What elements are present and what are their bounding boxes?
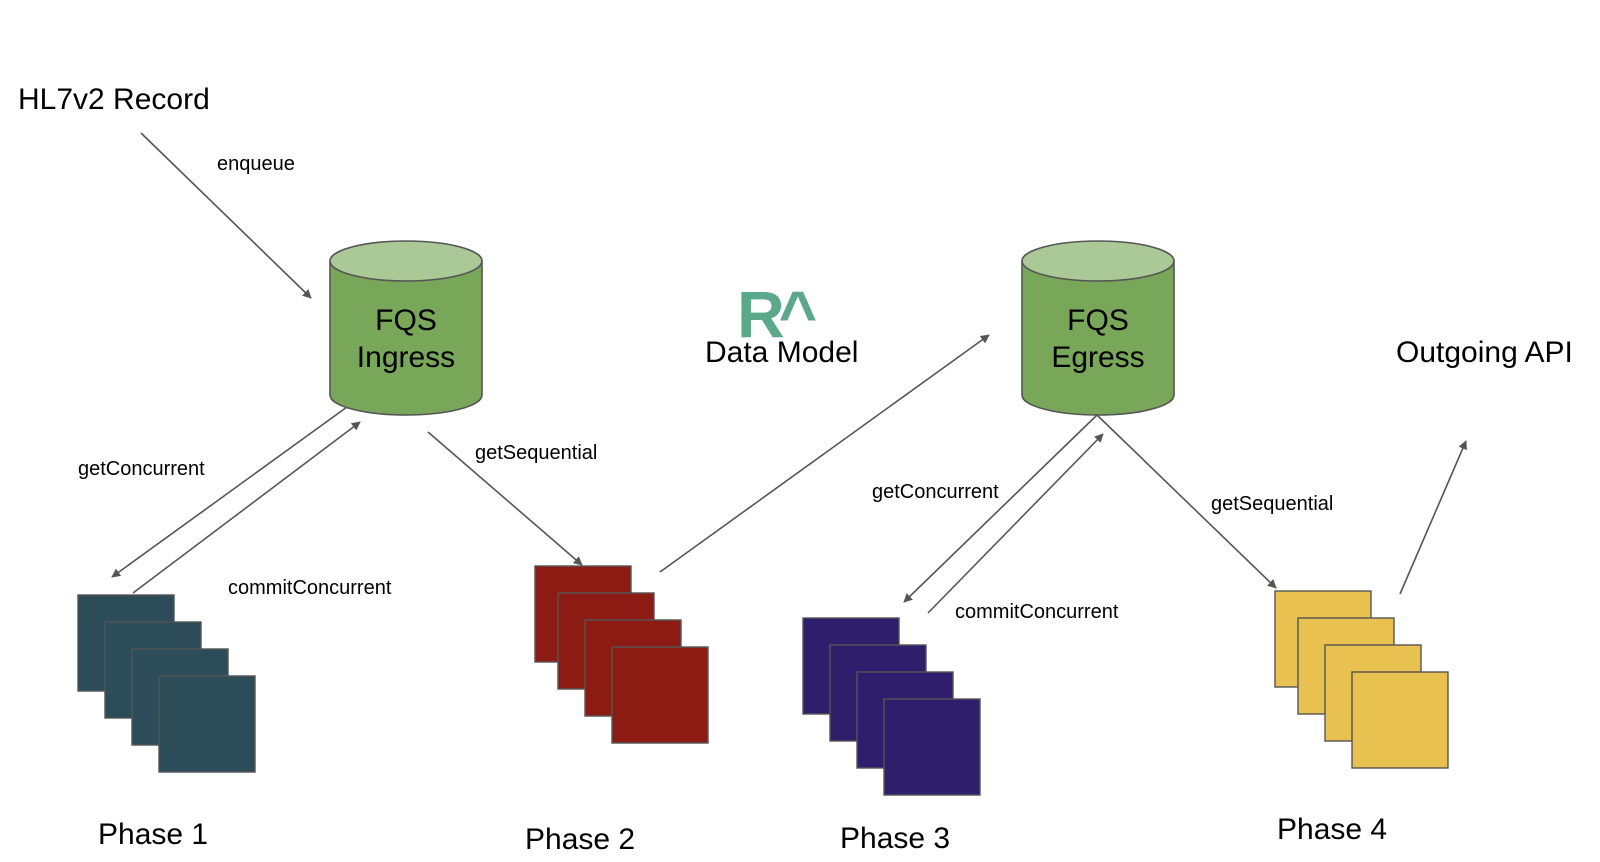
db-ingress-name-line1: FQS bbox=[375, 304, 437, 337]
ingress-get-concurrent-arrow bbox=[111, 406, 348, 578]
phase1-card bbox=[158, 675, 256, 773]
db-egress-body bbox=[1021, 260, 1175, 416]
phase1-label: Phase 1 bbox=[98, 818, 208, 851]
enqueue-arrow bbox=[140, 132, 312, 299]
ingress-commit-concurrent-label: commitConcurrent bbox=[228, 577, 392, 599]
egress-get-sequential-arrow bbox=[1096, 414, 1277, 589]
ingress-get-concurrent-label: getConcurrent bbox=[78, 458, 205, 480]
phase1-stack bbox=[77, 594, 256, 773]
egress-commit-concurrent-label: commitConcurrent bbox=[955, 601, 1119, 623]
phase3-stack bbox=[802, 617, 981, 796]
db-ingress-top bbox=[329, 240, 483, 282]
phase3-label: Phase 3 bbox=[840, 822, 950, 855]
egress-commit-concurrent-arrow bbox=[927, 433, 1104, 614]
phase4-label: Phase 4 bbox=[1277, 813, 1387, 846]
outgoing-api-arrow bbox=[1399, 440, 1467, 595]
edge-labels: enqueue getConcurrent commitConcurrent g… bbox=[78, 153, 1333, 623]
phase2-label: Phase 2 bbox=[525, 823, 635, 856]
data-model-label: Data Model bbox=[705, 336, 858, 369]
source-label: HL7v2 Record bbox=[18, 83, 210, 116]
enqueue-label: enqueue bbox=[217, 153, 295, 175]
phase4-stack bbox=[1274, 590, 1449, 769]
ingress-get-sequential-label: getSequential bbox=[475, 442, 597, 464]
egress-get-concurrent-arrow bbox=[903, 414, 1098, 603]
phase2-card bbox=[611, 646, 709, 744]
phase2-to-egress-arrow bbox=[659, 334, 990, 573]
db-ingress: FQS Ingress bbox=[329, 240, 483, 416]
phase2-stack bbox=[534, 565, 709, 744]
phase-labels: Phase 1 Phase 2 Phase 3 Phase 4 bbox=[98, 813, 1387, 856]
db-egress-top bbox=[1021, 240, 1175, 282]
phase3-card bbox=[883, 698, 981, 796]
db-ingress-name-line2: Ingress bbox=[357, 341, 455, 374]
data-model-logo-icon: R^ bbox=[737, 277, 817, 351]
edges bbox=[111, 132, 1467, 614]
db-egress: FQS Egress bbox=[1021, 240, 1175, 416]
db-ingress-body bbox=[329, 260, 483, 416]
db-egress-name-line2: Egress bbox=[1051, 341, 1144, 374]
outgoing-api-label: Outgoing API bbox=[1396, 336, 1573, 369]
egress-get-sequential-label: getSequential bbox=[1211, 493, 1333, 515]
ingress-get-sequential-arrow bbox=[427, 431, 583, 566]
db-egress-name-line1: FQS bbox=[1067, 304, 1129, 337]
data-model: R^ Data Model bbox=[705, 277, 858, 369]
egress-get-concurrent-label: getConcurrent bbox=[872, 481, 999, 503]
phase4-card bbox=[1351, 671, 1449, 769]
ingress-commit-concurrent-arrow bbox=[132, 421, 361, 594]
